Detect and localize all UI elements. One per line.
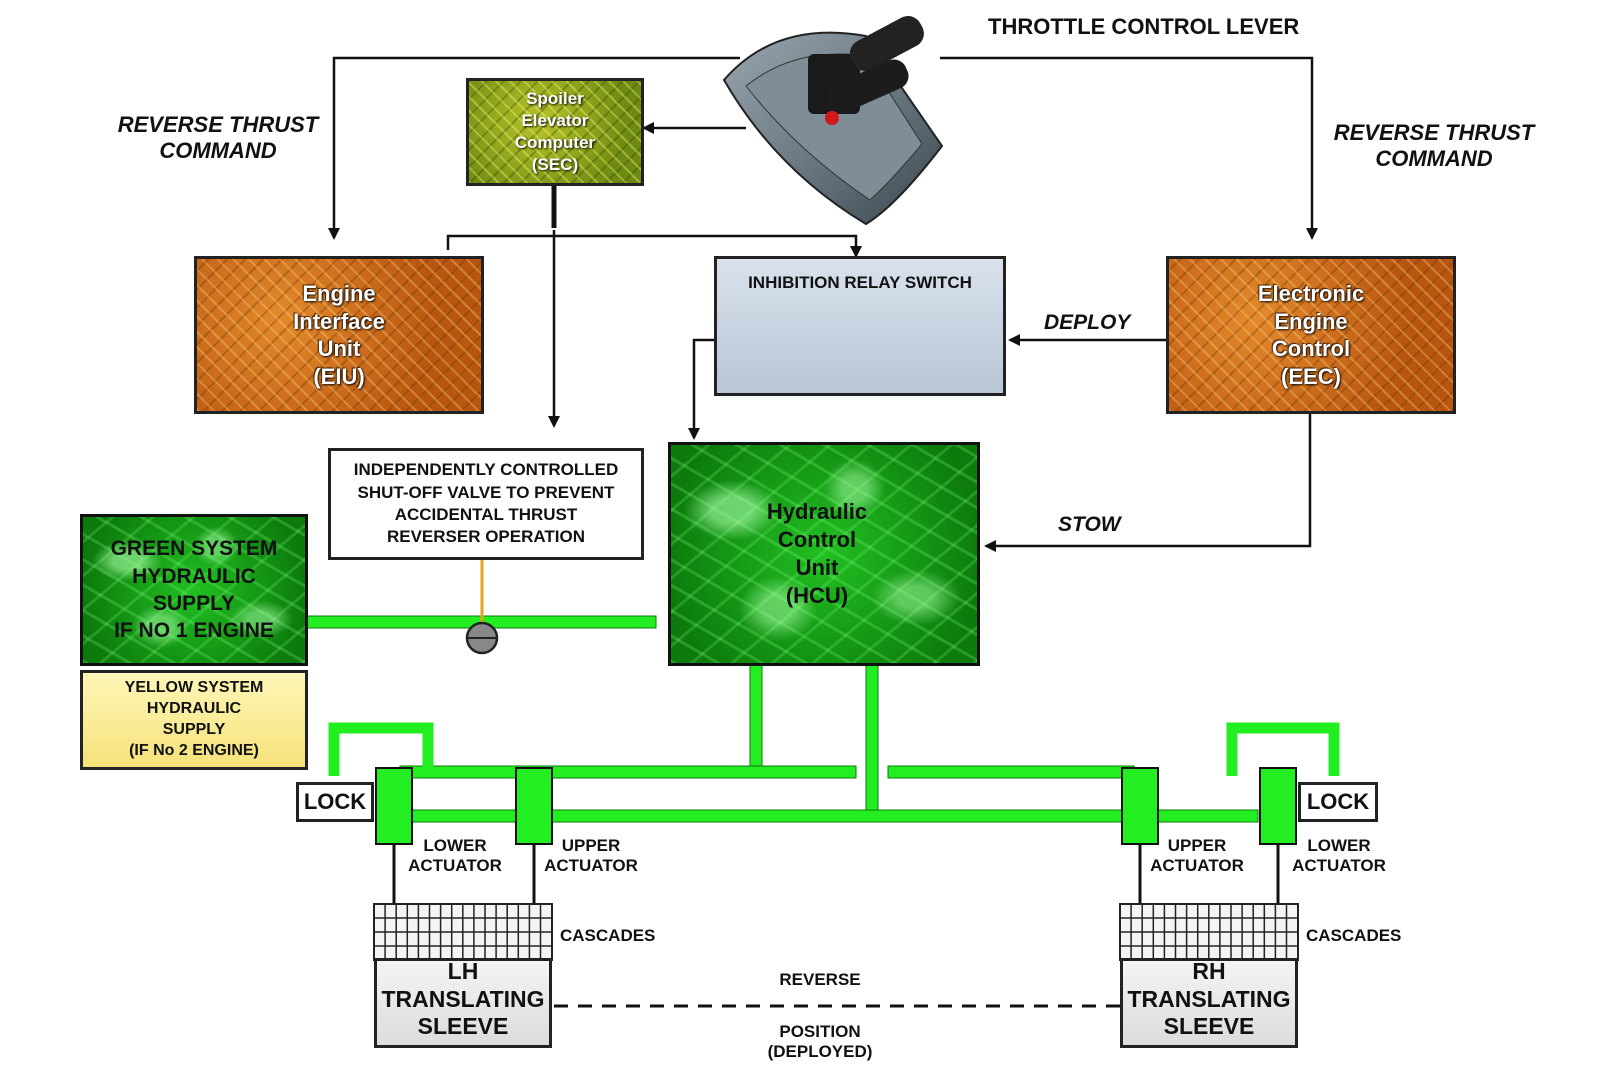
rh-upper-actuator-label: UPPER ACTUATOR [1142,836,1252,877]
relay-label: INHIBITION RELAY SWITCH [748,273,972,292]
sec-line3: Computer [514,133,596,152]
rh-lock-box: LOCK [1298,782,1378,822]
eiu-box: Engine Interface Unit (EIU) [194,256,484,414]
lh-lower-actuator-label-line1: LOWER [423,836,487,855]
shutoff-line2: SHUT-OFF VALVE TO PREVENT [357,482,615,502]
eec-line3: Control [1271,336,1351,361]
shutoff-valve-description-box: INDEPENDENTLY CONTROLLED SHUT-OFF VALVE … [328,448,644,560]
rh-lower-actuator-label-line2: ACTUATOR [1292,856,1386,876]
eiu-line1: Engine [302,281,376,306]
rh-translating-sleeve-box: RH TRANSLATING SLEEVE [1120,958,1298,1048]
sec-line2: Elevator [521,110,589,130]
reverse-thrust-command-left: REVERSE THRUST COMMAND [100,112,336,165]
rh-sleeve-line3: SLEEVE [1163,1013,1255,1040]
hcu-line4: (HCU) [785,583,849,609]
eec-line4: (EEC) [1281,363,1341,389]
signal-wires [328,56,1318,552]
wire-to-relay [446,234,862,258]
stow-label: STOW [1058,513,1121,536]
inhibition-relay-switch-box: INHIBITION RELAY SWITCH [714,256,1006,396]
sec-box: Spoiler Elevator Computer (SEC) [466,78,644,186]
upper-line-right [887,765,1135,779]
lh-upper-actuator-label: UPPER ACTUATOR [536,836,646,877]
yellow-supply-line3: SUPPLY [162,721,226,738]
lh-lower-actuator-body [375,767,413,845]
sec-line1: Spoiler [526,88,584,108]
hcu-line3: Unit [795,555,839,580]
wire-eec-stow [984,414,1312,552]
lh-lower-actuator-label-line2: ACTUATOR [408,856,502,876]
rh-lower-actuator-label-line1: LOWER [1307,836,1371,855]
yellow-supply-line2: HYDRAULIC [146,700,242,718]
rh-upper-actuator-label-line1: UPPER [1167,836,1227,855]
yellow-supply-line1: YELLOW SYSTEM [124,679,264,697]
reverse-thrust-command-left-line1: REVERSE THRUST [117,112,319,137]
eiu-line3: Unit [317,336,361,361]
lh-cascades-grid [373,903,553,961]
yellow-system-supply-box: YELLOW SYSTEM HYDRAULIC SUPPLY (IF No 2 … [80,670,308,770]
throttle-lever-label: THROTTLE CONTROL LEVER [988,14,1300,39]
lh-lock-loop [328,722,434,776]
hcu-line2: Control [777,526,857,552]
reverse-thrust-command-right-line1: REVERSE THRUST [1333,120,1535,145]
shutoff-line4: REVERSER OPERATION [386,527,586,547]
lh-translating-sleeve-box: LH TRANSLATING SLEEVE [374,958,552,1048]
deploy-label: DEPLOY [1044,311,1131,334]
wire-throttle-to-eiu [328,56,740,240]
reverse-thrust-command-right: REVERSE THRUST COMMAND [1316,120,1552,173]
lh-lock-box: LOCK [296,782,374,822]
eec-box: Electronic Engine Control (EEC) [1166,256,1456,414]
reverse-thrust-command-right-line2: COMMAND [1375,146,1493,172]
hcu-left-port-line [749,651,763,779]
rh-lower-actuator-label: LOWER ACTUATOR [1284,836,1394,877]
wire-throttle-to-eec [940,56,1318,240]
sec-line4: (SEC) [531,155,579,175]
upper-line-left [399,765,857,779]
lh-sleeve-line2: TRANSLATING [381,985,545,1012]
hcu-line1: Hydraulic [766,498,868,524]
reverse-thrust-command-left-line2: COMMAND [159,138,277,164]
green-system-supply-box: GREEN SYSTEM HYDRAULIC SUPPLY IF NO 1 EN… [80,514,308,666]
eiu-line2: Interface [293,308,385,334]
lh-sleeve-line1: LH [447,958,479,985]
shutoff-line1: INDEPENDENTLY CONTROLLED [353,460,619,480]
lh-sleeve-line3: SLEEVE [417,1013,509,1040]
rh-sleeve-line2: TRANSLATING [1127,985,1291,1012]
eec-line1: Electronic [1257,281,1365,306]
throttle-lever-icon [722,16,944,226]
eec-line2: Engine [1274,308,1348,334]
green-supply-line4: IF NO 1 ENGINE [114,619,274,643]
green-supply-line1: GREEN SYSTEM [110,537,278,561]
lh-upper-actuator-body [515,767,553,845]
green-supply-line2: HYDRAULIC [132,564,256,588]
hcu-box: Hydraulic Control Unit (HCU) [668,442,980,666]
position-deployed-label: POSITION (DEPLOYED) [750,1022,890,1063]
rh-lower-actuator-body [1259,767,1297,845]
rh-cascades-label: CASCADES [1306,926,1402,945]
lh-cascades-label: CASCADES [560,926,656,945]
position-label: POSITION [779,1022,861,1041]
eiu-line4: (EIU) [313,363,365,389]
hcu-right-port-line [865,651,879,823]
rh-upper-actuator-body [1121,767,1159,845]
reverse-label: REVERSE [779,970,861,989]
rh-upper-actuator-label-line2: ACTUATOR [1150,856,1244,876]
rh-cascades-grid [1119,903,1299,961]
yellow-supply-line4: (IF No 2 ENGINE) [129,741,259,759]
rh-lock-loop [1226,722,1340,776]
rh-sleeve-line1: RH [1192,958,1226,985]
lh-lower-actuator-label: LOWER ACTUATOR [400,836,510,877]
deployed-label: (DEPLOYED) [767,1042,873,1062]
lh-upper-actuator-label-line2: ACTUATOR [544,856,638,876]
shutoff-line3: ACCIDENTAL THRUST [394,505,578,524]
green-supply-line3: SUPPLY [152,592,236,615]
lh-upper-actuator-label-line1: UPPER [561,836,621,855]
